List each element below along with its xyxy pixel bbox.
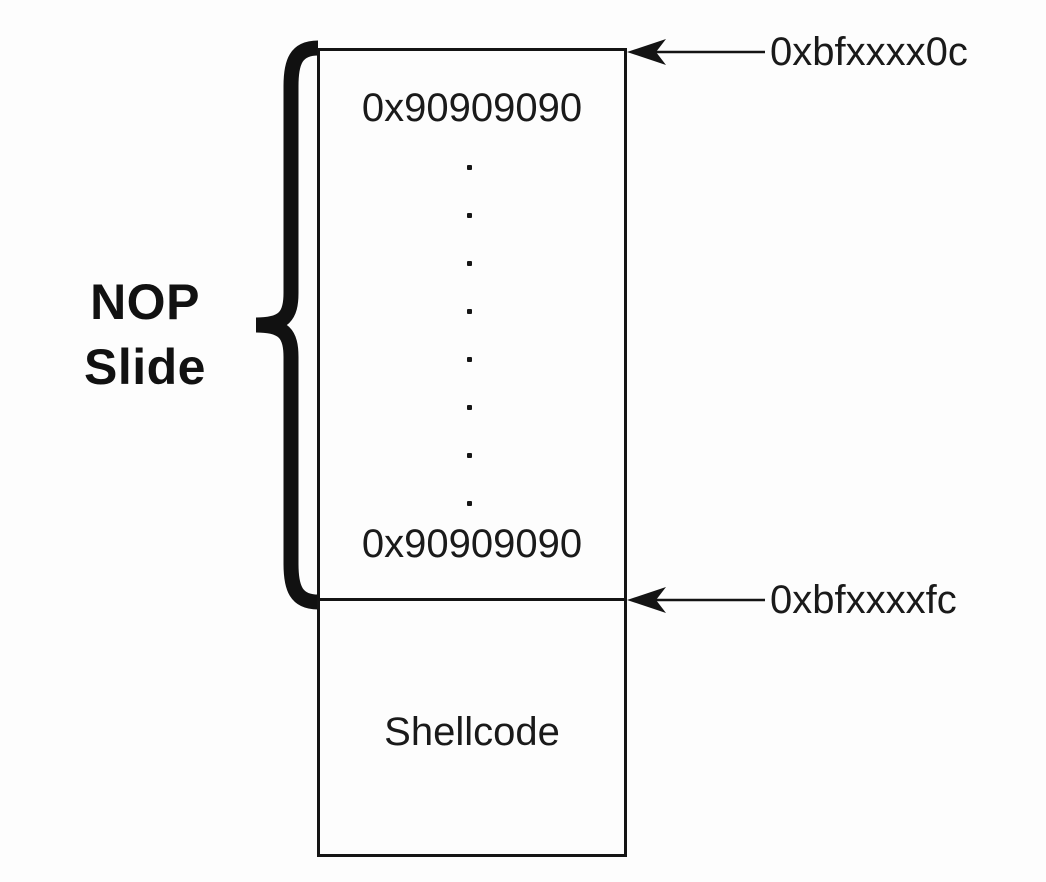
dot <box>467 357 472 362</box>
curly-brace-icon <box>255 40 319 610</box>
nop-value-top: 0x90909090 <box>361 86 583 130</box>
shellcode-label: Shellcode <box>384 710 560 754</box>
nop-slide-label-line1: NOP <box>90 274 200 330</box>
dot <box>467 405 472 410</box>
dot <box>467 309 472 314</box>
bottom-address-arrow <box>627 587 765 613</box>
dot <box>467 501 472 506</box>
nop-slide-label: NOP Slide <box>55 270 235 400</box>
dot <box>467 213 472 218</box>
dot <box>467 261 472 266</box>
left-arrowhead-icon <box>627 587 666 613</box>
curly-brace-path <box>255 40 319 610</box>
left-arrowhead-icon <box>627 39 666 65</box>
top-address-arrow <box>627 39 765 65</box>
nop-slide-label-line2: Slide <box>84 339 206 395</box>
top-address-label: 0xbfxxxx0c <box>770 30 968 74</box>
memory-box <box>317 48 627 857</box>
nop-value-bottom: 0x90909090 <box>361 522 583 566</box>
ellipsis-dots <box>467 165 472 506</box>
bottom-address-label: 0xbfxxxxfc <box>770 578 957 622</box>
dot <box>467 453 472 458</box>
region-divider <box>317 598 627 601</box>
dot <box>467 165 472 170</box>
